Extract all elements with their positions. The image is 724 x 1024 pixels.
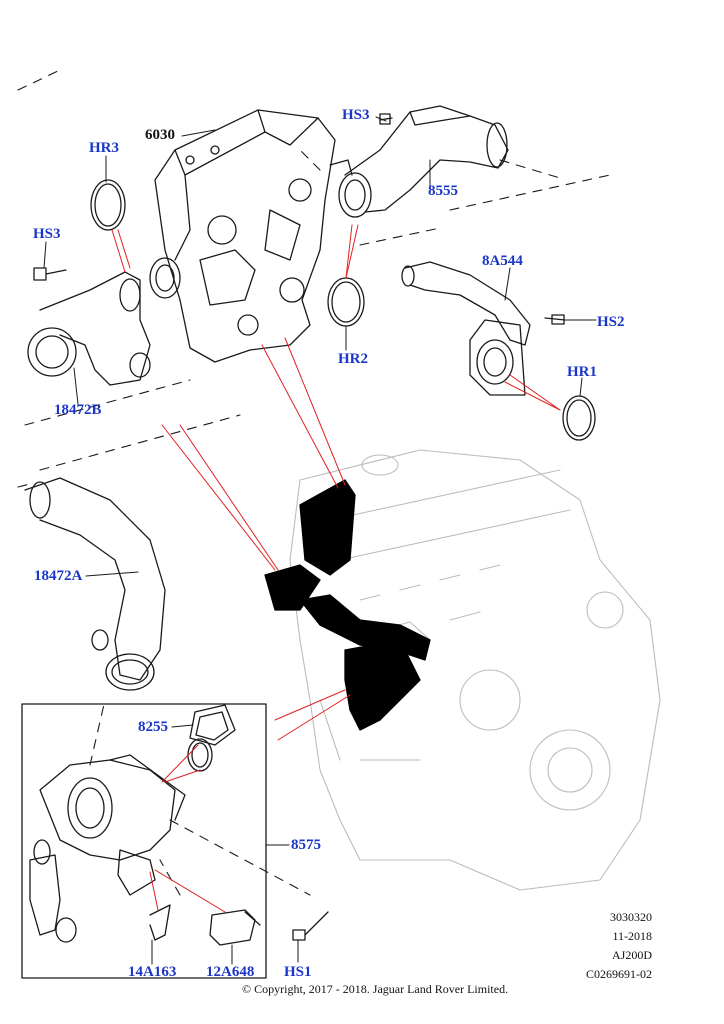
installation-leaders [111,224,561,913]
part-8555-hose [329,105,509,218]
hs3-bolt-icon [33,267,67,281]
hr3-o-ring-icon [90,179,126,231]
part-12a648-sensor-icon [209,909,261,946]
engine-block-icon [289,449,661,891]
callout-8255[interactable]: 8255 [138,719,168,735]
reference-engine: AJ200D [611,948,652,962]
callout-hr1[interactable]: HR1 [567,364,597,380]
reference-id: 3030320 [610,910,652,924]
callout-8555[interactable]: 8555 [428,183,458,199]
callout-hs2[interactable]: HS2 [597,314,625,330]
part-6030-housing [149,109,336,363]
assembly-guide-lines [17,69,611,896]
part-8575-thermostat-icon [29,754,186,943]
callout-leaders [43,116,597,965]
callout-hr3[interactable]: HR3 [89,140,119,156]
reference-code: C0269691-02 [586,967,652,981]
part-8255-gasket-icon [187,704,236,772]
callout-8575[interactable]: 8575 [291,837,321,853]
copyright-notice: © Copyright, 2017 - 2018. Jaguar Land Ro… [242,982,509,996]
callout-hr2[interactable]: HR2 [338,351,368,367]
callout-hs3-left[interactable]: HS3 [33,226,61,242]
installed-parts-highlight [264,479,431,731]
part-18472b-pipe [27,271,151,386]
callout-6030[interactable]: 6030 [145,127,175,143]
callout-18472b[interactable]: 18472B [54,402,102,418]
hs1-bolt-icon [292,911,329,941]
part-8575-kit-frame [21,703,267,979]
illustration-reference: 3030320 11-2018 AJ200D C0269691-02 [586,908,652,984]
callout-hs1[interactable]: HS1 [284,964,312,980]
callout-14a163[interactable]: 14A163 [128,964,177,980]
reference-date: 11-2018 [612,929,652,943]
callout-hs3-top[interactable]: HS3 [342,107,370,123]
hr1-o-ring-icon [562,395,596,441]
hr2-o-ring-icon [327,277,365,327]
part-8a544-pipe [401,261,566,396]
part-14a163-clip-icon [149,904,171,941]
callout-18472a[interactable]: 18472A [34,568,83,584]
callout-8a544[interactable]: 8A544 [482,253,523,269]
callout-12a648[interactable]: 12A648 [206,964,255,980]
part-18472a-hose [24,477,166,691]
